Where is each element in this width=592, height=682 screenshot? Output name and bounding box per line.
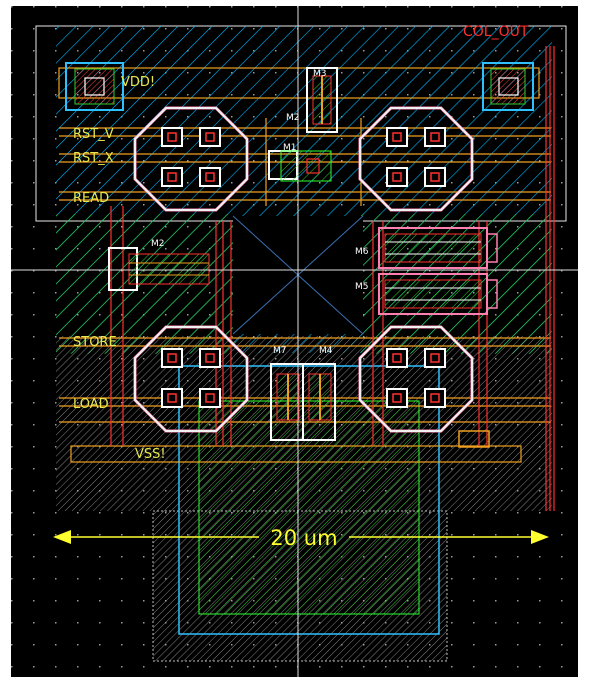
arrow-left-icon	[53, 530, 71, 544]
measurement-ruler[interactable]: 20 um	[53, 526, 549, 550]
ruler-label: 20 um	[270, 526, 337, 550]
device-label-m4: M4	[319, 346, 333, 356]
pad-green-fill	[199, 401, 419, 614]
label-store: STORE	[73, 335, 117, 350]
label-load: LOAD	[73, 397, 109, 412]
label-vss: VSS!	[135, 447, 166, 462]
device-label-m5: M5	[355, 282, 369, 292]
label-rst-x: RST_X	[73, 151, 114, 166]
bottom-right-contact	[458, 430, 490, 448]
device-label-m6: M6	[355, 247, 369, 257]
device-label-m2-top: M2	[286, 113, 300, 123]
label-rst-v: RST_V	[73, 127, 114, 142]
device-label-m2: M2	[151, 239, 165, 249]
orange-routing	[58, 67, 551, 463]
pad-cyan-outline	[178, 365, 440, 635]
device-label-m7: M7	[273, 346, 287, 356]
transistor-m3[interactable]	[306, 67, 338, 133]
transistor-m4[interactable]	[302, 363, 336, 441]
label-col-out: COL_OUT	[463, 24, 529, 40]
arrow-right-icon	[531, 530, 549, 544]
transistor-m6[interactable]	[378, 227, 498, 269]
octagon-pads-inner	[134, 107, 473, 432]
transistor-m2[interactable]	[108, 247, 210, 291]
device-label-m3: M3	[313, 69, 327, 79]
layout-canvas[interactable]: VDD! RST_V RST_X READ STORE LOAD VSS! CO…	[11, 6, 578, 677]
label-vdd: VDD!	[121, 75, 155, 90]
label-read: READ	[73, 191, 109, 206]
vdd-contact-left	[65, 62, 124, 111]
transistor-m1[interactable]	[268, 150, 332, 182]
octagon-contacts	[161, 127, 446, 408]
vdd-contact-right	[482, 62, 534, 111]
pad-dotted-outline	[152, 510, 448, 662]
device-label-m1: M1	[283, 143, 297, 153]
red-routing	[110, 46, 555, 511]
layout-svg[interactable]: VDD! RST_V RST_X READ STORE LOAD VSS! CO…	[11, 6, 578, 677]
transistor-m5[interactable]	[378, 273, 498, 315]
